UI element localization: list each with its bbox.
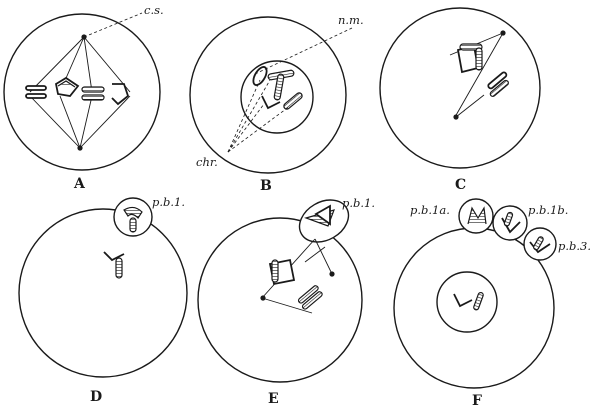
panel-e: p.b.1. E xyxy=(198,192,375,407)
label-chromosomes: chr. xyxy=(196,155,218,169)
chromosome-group xyxy=(251,65,304,111)
centrosome-dot xyxy=(329,271,334,276)
cell-outline xyxy=(198,218,362,382)
label-polar-body: p.b.1. xyxy=(342,196,375,210)
panel-c: C xyxy=(380,8,540,193)
label-polar-body-1b: p.b.1b. xyxy=(528,203,568,217)
centrosome-dot xyxy=(260,295,265,300)
chromosome-group xyxy=(26,78,128,104)
cell-outline xyxy=(19,209,187,377)
cell-outline xyxy=(190,17,346,173)
panel-label-d: D xyxy=(90,389,102,405)
panel-a: c.s. A xyxy=(4,3,164,192)
label-nuclear-membrane: n.m. xyxy=(338,13,364,27)
panel-label-f: F xyxy=(472,393,482,409)
cell-outline xyxy=(380,8,540,168)
label-polar-body-1a: p.b.1a. xyxy=(410,203,450,217)
centrosome-dot xyxy=(453,114,458,119)
leader-lines xyxy=(228,28,352,152)
panel-f: p.b.1a. p.b.1b. p.b.3. F xyxy=(394,199,591,409)
centrosome-dot xyxy=(500,30,505,35)
panel-d: p.b.1. D xyxy=(19,195,187,405)
panel-label-e: E xyxy=(268,391,279,407)
label-centrosome: c.s. xyxy=(144,3,164,17)
centrosome-dot xyxy=(77,145,82,150)
panel-label-b: B xyxy=(260,178,272,194)
label-polar-body-3: p.b.3. xyxy=(558,239,591,253)
panel-b: n.m. chr. B xyxy=(190,13,364,194)
label-polar-body: p.b.1. xyxy=(152,195,185,209)
panel-label-c: C xyxy=(455,177,466,193)
panel-label-a: A xyxy=(73,176,86,192)
chromosome-group xyxy=(458,44,509,97)
